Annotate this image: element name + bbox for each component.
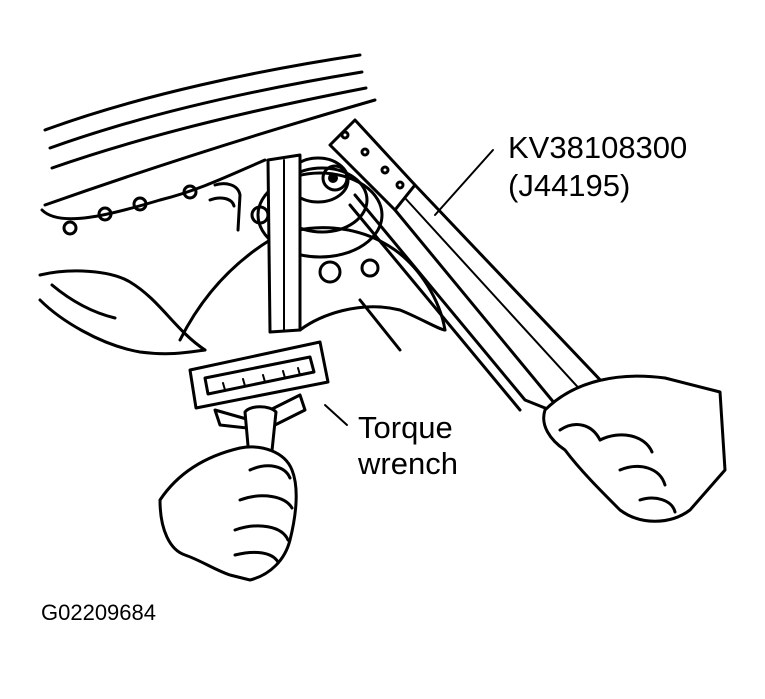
oil-pan — [38, 53, 377, 356]
torque-wrench-label-line1: Torque — [358, 410, 453, 445]
torque-wrench-label-line2: wrench — [358, 446, 458, 481]
tool-number-label: KV38108300 — [508, 130, 688, 165]
tool-alt-number-label: (J44195) — [508, 168, 631, 203]
left-hand — [158, 445, 298, 582]
figure-id: G02209684 — [41, 600, 156, 625]
right-hand — [542, 374, 727, 523]
